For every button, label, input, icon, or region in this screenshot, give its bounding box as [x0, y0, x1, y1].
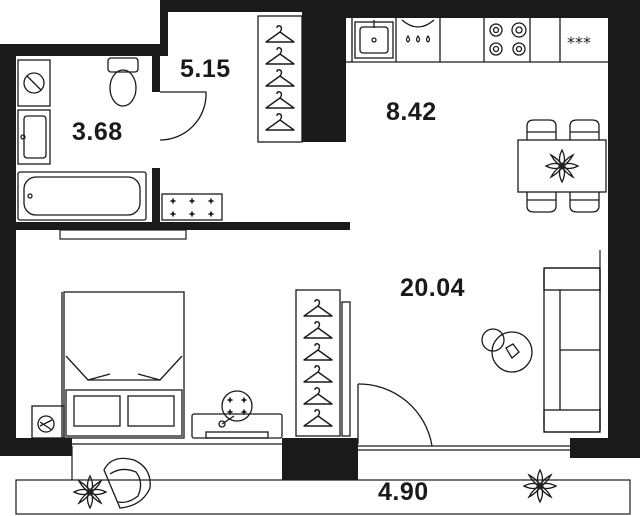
hanger-icon	[303, 299, 333, 317]
walls	[0, 0, 640, 480]
hanger-icon	[265, 91, 295, 109]
svg-text:***: ***	[567, 33, 591, 52]
flower-icon	[545, 149, 579, 183]
hanger-icon	[303, 409, 333, 427]
flower-icon	[73, 475, 107, 509]
hanger-icon	[265, 113, 295, 131]
kitchen-details: ***	[405, 33, 591, 183]
hallway-area-label: 5.15	[180, 55, 231, 83]
toilet	[107, 57, 139, 107]
kitchen	[351, 18, 607, 213]
shoe-rack-dots	[169, 197, 215, 218]
hanger-icon	[265, 25, 295, 43]
bed	[61, 291, 185, 439]
bedroom-hangers	[303, 299, 333, 427]
washing-machine	[17, 59, 51, 107]
bedroom-wardrobe	[295, 289, 341, 437]
sofa	[543, 267, 601, 433]
desk-ornament	[226, 396, 248, 416]
armchair	[103, 457, 151, 509]
balcony	[103, 457, 151, 509]
hanger-icon	[303, 321, 333, 339]
bathroom	[17, 57, 207, 221]
balcony-area-label: 4.90	[378, 478, 429, 506]
hanger-icon	[303, 343, 333, 361]
kitchen-sink	[354, 20, 394, 59]
hallway	[161, 15, 303, 221]
hanger-icon	[265, 47, 295, 65]
bathtub	[17, 171, 147, 221]
stove-icon	[489, 22, 527, 56]
hallway-hangers	[265, 25, 295, 131]
hallway-wardrobe	[257, 15, 303, 143]
kitchen-area-label: 8.42	[386, 98, 437, 126]
flower-icon	[523, 469, 557, 503]
dining-table	[517, 119, 607, 213]
hanger-icon	[303, 387, 333, 405]
bathroom-area-label: 3.68	[72, 118, 123, 146]
desk	[191, 390, 283, 439]
hanger-icon	[303, 365, 333, 383]
bathroom-sink	[17, 109, 51, 165]
living-room	[31, 267, 601, 447]
living-room-area-label: 20.04	[400, 274, 466, 302]
nightstand	[31, 405, 65, 439]
shoe-rack	[161, 193, 223, 221]
hanger-icon	[265, 69, 295, 87]
coffee-table	[481, 328, 533, 373]
dishwasher	[395, 18, 441, 62]
